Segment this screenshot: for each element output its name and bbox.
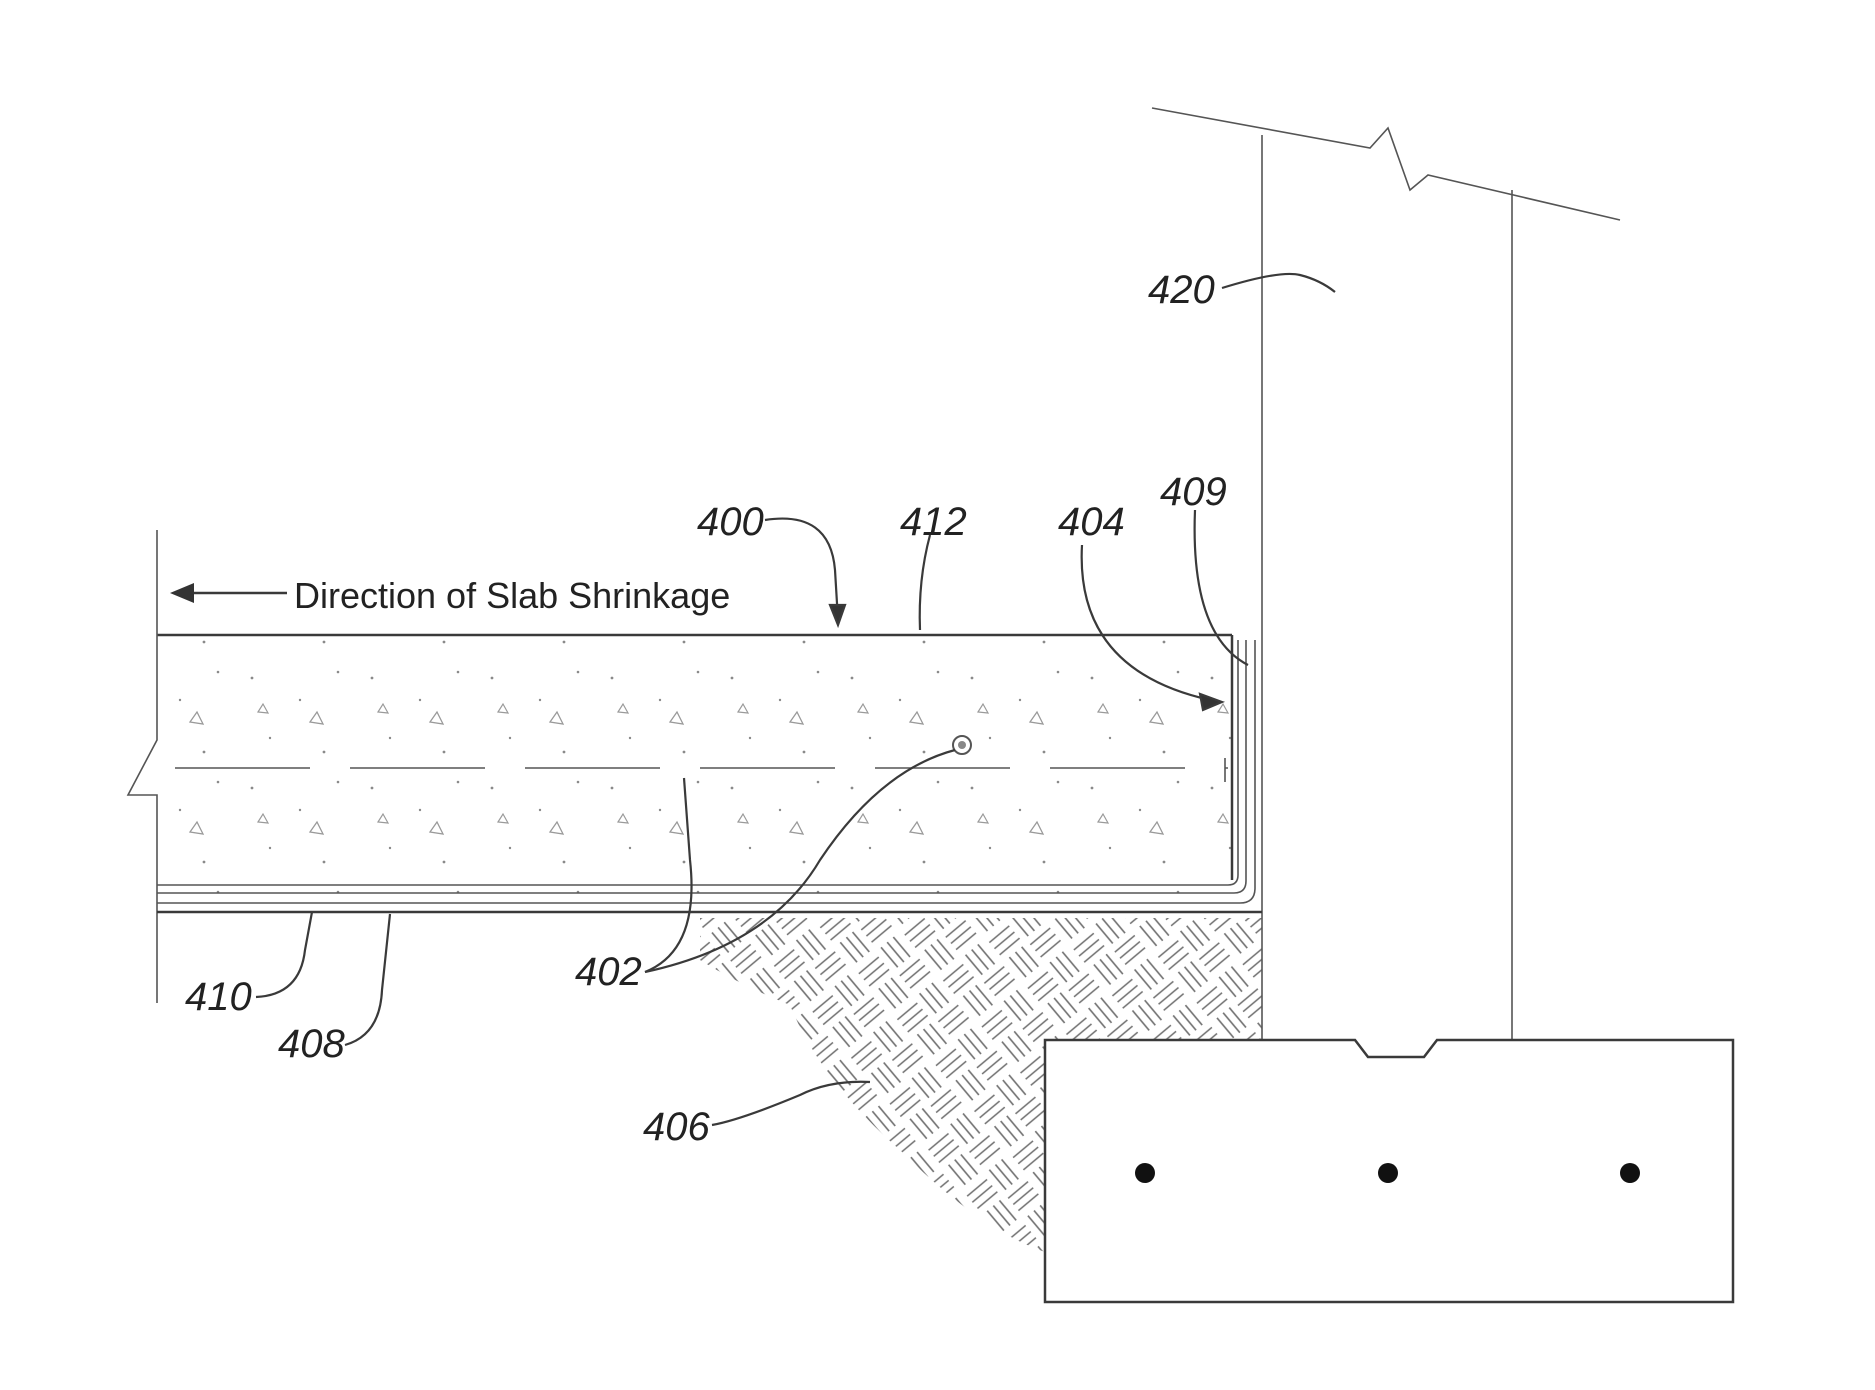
label-409: 409	[1160, 470, 1227, 514]
soil-fill	[700, 918, 1262, 1252]
label-404: 404	[1058, 500, 1125, 544]
label-400: 400	[697, 500, 764, 544]
wall	[1152, 108, 1620, 1040]
shrinkage-caption: Direction of Slab Shrinkage	[294, 575, 730, 616]
label-408: 408	[278, 1022, 345, 1066]
shrinkage-arrow	[170, 583, 287, 603]
label-402: 402	[575, 950, 642, 994]
label-406: 406	[643, 1105, 710, 1149]
footing-rebar-1	[1135, 1163, 1155, 1183]
label-420: 420	[1148, 268, 1215, 312]
footing	[1045, 1040, 1733, 1302]
footing-rebar-2	[1378, 1163, 1398, 1183]
label-410: 410	[185, 975, 252, 1019]
footing-rebar-3	[1620, 1163, 1640, 1183]
label-412: 412	[900, 500, 967, 544]
